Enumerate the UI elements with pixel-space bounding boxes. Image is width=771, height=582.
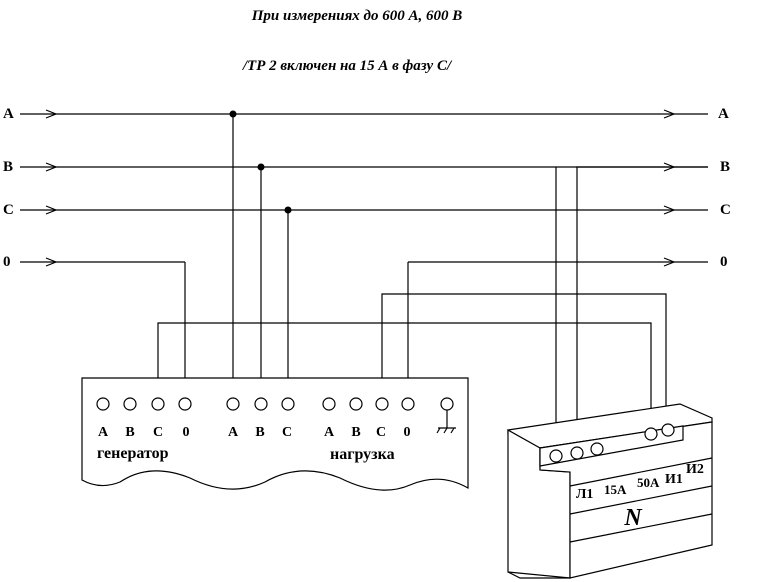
meter-symbol-n: N (623, 505, 643, 531)
term-label-mid-a: A (228, 425, 239, 440)
terminal-middle-b[interactable] (254, 397, 268, 411)
term-label-gen-b: B (125, 425, 134, 440)
term-label-mid-b: B (255, 425, 264, 440)
terminal-ground[interactable] (440, 397, 454, 411)
test-panel (81, 377, 469, 491)
terminal-generator-b[interactable] (123, 397, 137, 411)
meter-label-50a: 50А (637, 475, 660, 490)
generator-label: генератор (97, 445, 169, 462)
meter-terminal-i2[interactable] (661, 423, 675, 437)
title-line-2: /ТР 2 включен на 15 А в фазу С/ (242, 58, 453, 74)
meter-terminal-l1[interactable] (549, 449, 563, 463)
bus-label-c-left: C (3, 202, 14, 218)
meter-label-i1: И1 (665, 472, 683, 487)
terminal-load-c[interactable] (375, 397, 389, 411)
bus-label-c-right: C (720, 202, 731, 218)
bus-label-a-right: A (718, 106, 729, 122)
term-label-gen-a: A (98, 425, 109, 440)
term-label-gen-0: 0 (183, 425, 190, 440)
terminal-generator-c[interactable] (151, 397, 165, 411)
terminal-load-b[interactable] (349, 397, 363, 411)
term-label-load-0: 0 (404, 425, 411, 440)
bus-label-0-left: 0 (3, 254, 11, 270)
terminal-generator-0[interactable] (178, 397, 192, 411)
bus-label-a-left: A (3, 106, 14, 122)
term-label-gen-c: C (153, 425, 163, 440)
bus-arrows (45, 109, 676, 267)
terminal-generator-a[interactable] (96, 397, 110, 411)
meter-label-i2: И2 (686, 462, 704, 477)
wire-generator-c-to-meter (157, 322, 652, 427)
meter-terminal-i1[interactable] (644, 427, 658, 441)
wire-load-c-to-meter (381, 293, 667, 427)
bus-label-0-right: 0 (720, 254, 728, 270)
panel-terminals (96, 397, 454, 411)
bus-label-b-right: B (720, 159, 730, 175)
ground-icon (436, 410, 456, 434)
terminal-load-a[interactable] (322, 397, 336, 411)
meter-label-l1: Л1 (576, 487, 593, 502)
meter-terminal-15a[interactable] (570, 446, 584, 460)
terminal-load-0[interactable] (401, 397, 415, 411)
term-label-load-b: B (351, 425, 360, 440)
terminal-middle-c[interactable] (281, 397, 295, 411)
term-label-mid-c: C (282, 425, 292, 440)
term-label-load-c: C (376, 425, 386, 440)
load-label: нагрузка (330, 446, 395, 463)
meter-terminal-50a[interactable] (590, 442, 604, 456)
term-label-load-a: A (324, 425, 335, 440)
title-line-1: При измерениях до 600 А, 600 В (251, 8, 463, 24)
wire-b-to-meter-right (576, 166, 708, 452)
terminal-middle-a[interactable] (226, 397, 240, 411)
meter-label-15a: 15А (604, 482, 627, 497)
bus-label-b-left: B (3, 159, 13, 175)
